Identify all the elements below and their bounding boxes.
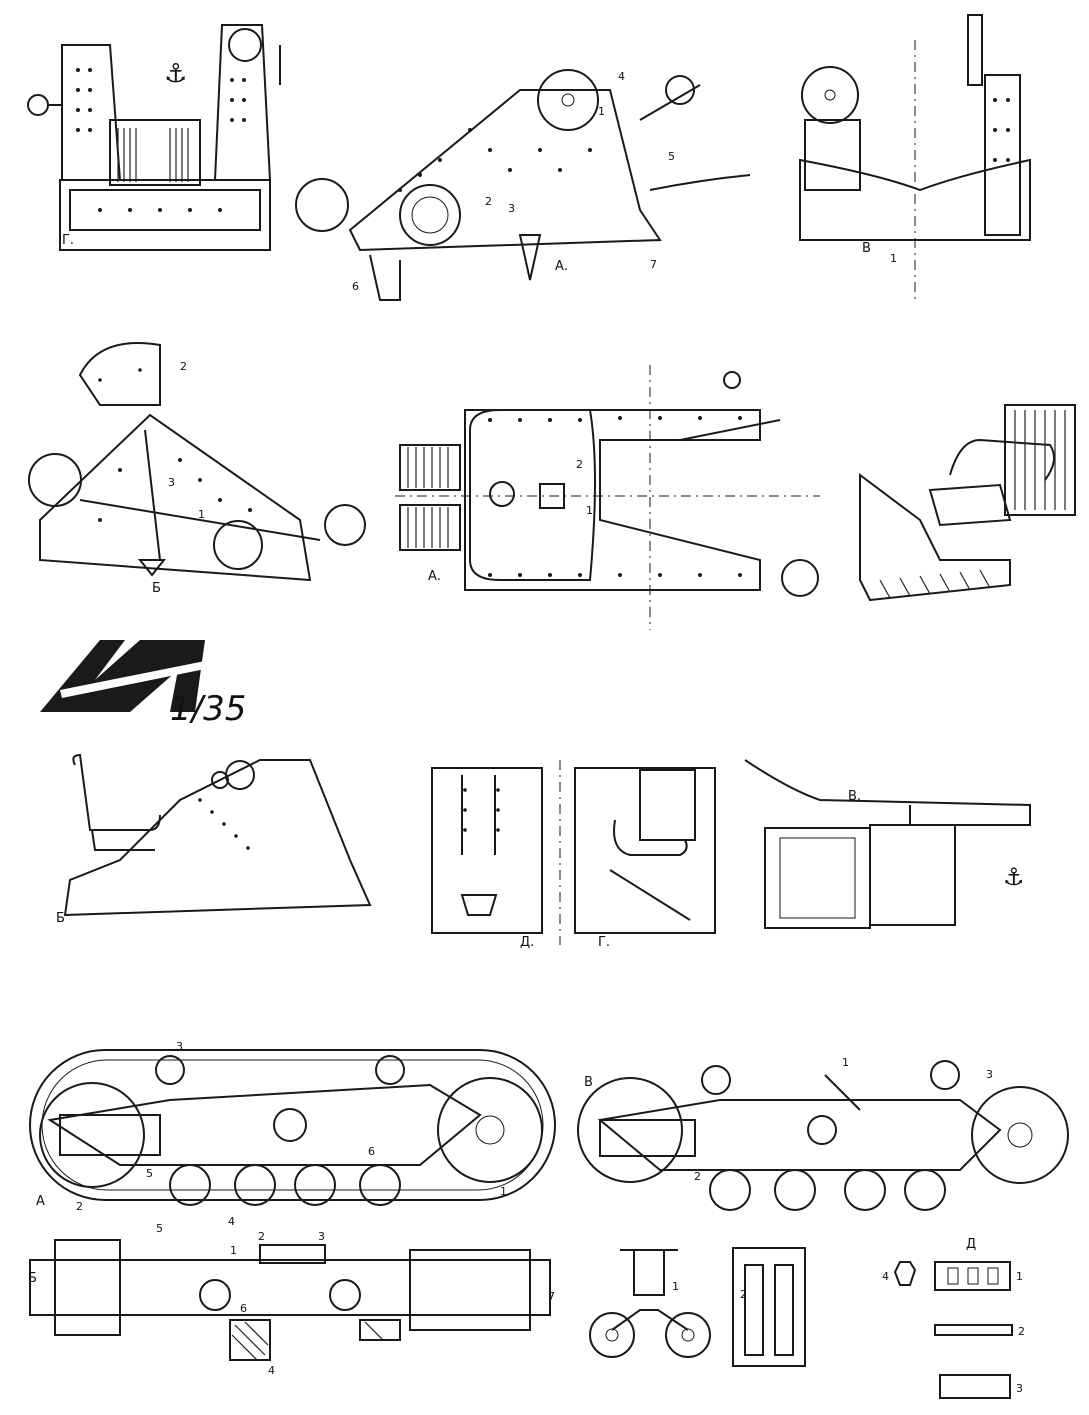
part-label: 6	[240, 1302, 247, 1315]
part-label: 1	[672, 1280, 679, 1293]
part-label: 5	[156, 1222, 163, 1235]
part-label: 2	[258, 1230, 265, 1243]
drawing-track-a: А 3 5 6 2 4 1	[29, 1040, 556, 1228]
view-label-v-track: В	[584, 1075, 593, 1090]
part-label: 1	[230, 1244, 237, 1257]
part-label: 3	[986, 1068, 993, 1081]
drawing-bogie-front: 1	[589, 1249, 711, 1358]
view-label-v-top: В	[862, 241, 871, 256]
anchor-icon: ⚓	[164, 59, 187, 89]
drawing-mid-right-seat-sketch	[859, 404, 1076, 602]
part-label: 2	[485, 195, 492, 208]
drawing-seat-v: В.	[744, 759, 1031, 929]
part-label: 3	[318, 1230, 325, 1243]
part-label: 4	[618, 70, 625, 83]
part-label: 3	[1016, 1382, 1023, 1395]
part-label: 7	[650, 258, 657, 271]
drawing-top-right-rear: В 1	[799, 14, 1031, 300]
drawing-track-v: В 1 3 2	[577, 1056, 1069, 1211]
anchor-icon: ⚓	[1003, 863, 1025, 891]
part-label: 1	[842, 1056, 849, 1069]
part-label: 6	[368, 1145, 375, 1158]
drawing-bogie-side: 2	[732, 1247, 806, 1367]
view-label-a-track: А	[36, 1194, 45, 1209]
part-label: 2	[1018, 1325, 1025, 1338]
part-label: 1	[586, 504, 593, 517]
part-label: 2	[740, 1288, 747, 1301]
drawing-mid-center-plan: А. 2 1	[395, 365, 820, 630]
part-label: 1	[1016, 1270, 1023, 1283]
scale-logo: 1/35	[40, 640, 246, 729]
part-label: 1	[500, 1185, 507, 1198]
view-label-v-seat: В.	[848, 789, 861, 804]
view-label-b-seat: Б	[56, 911, 65, 926]
drawing-track-links: Д 4 1 2 3	[882, 1237, 1025, 1399]
view-label-d-seat: Д.	[520, 935, 534, 950]
part-label: 4	[882, 1270, 889, 1283]
drawing-mid-left-side: Б 2 3 1	[28, 342, 366, 596]
drawing-track-b: Б 5 2 3 1 6 7 4	[28, 1222, 555, 1377]
part-label: 7	[548, 1290, 555, 1303]
part-label: 2	[694, 1170, 701, 1183]
view-label-a-mid: А.	[428, 569, 441, 584]
part-label: 5	[668, 150, 675, 163]
part-label: 1	[890, 252, 897, 265]
scale-label: 1/35	[170, 689, 246, 729]
view-label-g-seat: Г.	[598, 935, 610, 950]
view-label-d-links: Д	[966, 1237, 976, 1252]
part-label: 1	[598, 105, 605, 118]
view-label-b-mid: Б	[152, 581, 161, 596]
drawing-top-mid-winch-side: А. 4 5 1 2 3 6 7	[295, 69, 751, 301]
part-label: 3	[168, 476, 175, 489]
part-label: 2	[180, 360, 187, 373]
view-label-b-track: Б	[28, 1271, 37, 1286]
drawing-seat-b: Б	[56, 753, 372, 926]
view-label-g: Г.	[62, 233, 74, 248]
part-label: 1	[198, 508, 205, 521]
part-label: 6	[352, 280, 359, 293]
part-label: 3	[508, 202, 515, 215]
part-label: 2	[576, 458, 583, 471]
part-label: 4	[268, 1364, 275, 1377]
part-label: 3	[176, 1040, 183, 1053]
part-label: 2	[76, 1200, 83, 1213]
drawing-seat-d-g: Д. Г.	[431, 760, 716, 950]
part-label: 5	[146, 1167, 153, 1180]
drawing-top-left-winch: Г.	[27, 24, 281, 251]
part-label: 4	[228, 1215, 235, 1228]
view-label-a-top: А.	[555, 259, 568, 274]
